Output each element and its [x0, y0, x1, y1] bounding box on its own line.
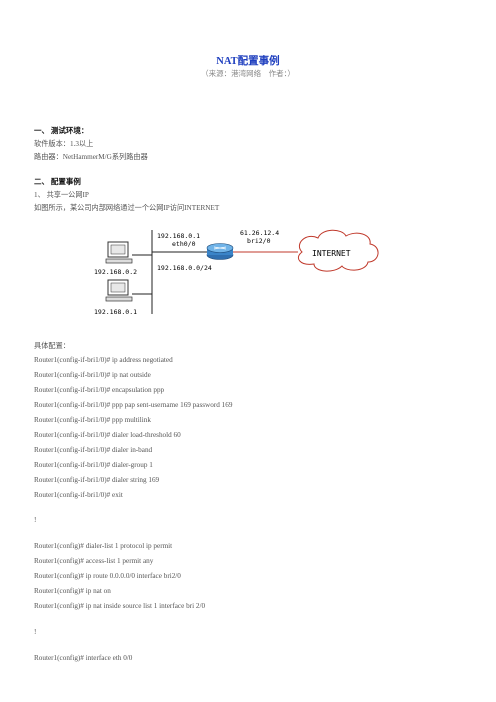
command-line: Router1(config)# ip nat on: [34, 587, 111, 595]
command-line: Router1(config)# ip nat inside source li…: [34, 602, 206, 610]
software-version: 软件版本：1.3以上: [34, 140, 94, 148]
router-icon: [206, 243, 234, 260]
section1-heading: 一、 测试环境：: [34, 126, 89, 135]
command-line: Router1(config-if-bri1/0)# exit: [34, 491, 123, 499]
document-title: NAT配置事例: [216, 56, 280, 67]
command-line: Router1(config-if-bri1/0)# dialer-group …: [34, 461, 153, 469]
bri-interface: bri2/0: [247, 237, 271, 245]
command-line: Router1(config)# access-list 1 permit an…: [34, 557, 154, 565]
subsection-1-description: 如图所示，某公司内部网络通过一个公网IP访问INTERNET: [34, 204, 220, 212]
command-line: Router1(config-if-bri1/0)# encapsulation…: [34, 386, 165, 394]
document-subtitle: （来源：港湾网络 作者：）: [201, 69, 295, 78]
host2-computer-icon: [105, 279, 133, 302]
config-label: 具体配置：: [34, 342, 70, 350]
command-line: Router1(config-if-bri1/0)# ppp multilink: [34, 416, 151, 424]
command-line: Router1(config)# ip route 0.0.0.0/0 inte…: [34, 572, 181, 580]
command-line: Router1(config-if-bri1/0)# ip address ne…: [34, 356, 173, 364]
lan-subnet: 192.168.0.0/24: [157, 264, 212, 272]
host1-computer-icon: [105, 241, 133, 264]
command-line: Router1(config-if-bri1/0)# dialer in-ban…: [34, 446, 153, 454]
host1-ip: 192.168.0.2: [94, 268, 137, 276]
router-model: 路由器：NetHammerM/G系列路由器: [34, 153, 148, 161]
host2-ip: 192.168.0.1: [94, 308, 137, 316]
command-line: Router1(config-if-bri1/0)# ip nat outsid…: [34, 371, 151, 379]
command-line: Router1(config-if-bri1/0)# ppp pap sent-…: [34, 401, 233, 409]
command-line: Router1(config-if-bri1/0)# dialer string…: [34, 476, 160, 484]
internet-cloud-icon: [298, 229, 379, 272]
command-line: Router1(config)# interface eth 0/0: [34, 654, 133, 662]
command-line: Router1(config)# dialer-list 1 protocol …: [34, 542, 173, 550]
separator-bang: !: [34, 516, 37, 524]
subsection-1: 1、 共享一公网IP: [34, 191, 89, 199]
command-line: Router1(config-if-bri1/0)# dialer load-t…: [34, 431, 181, 439]
eth-ip: 192.168.0.1: [157, 232, 200, 240]
internet-label: INTERNET: [312, 249, 351, 258]
network-diagram: 192.168.0.2 192.168.0.1 192.168.0.1 eth0…: [94, 229, 379, 316]
eth-interface: eth0/0: [172, 240, 196, 248]
separator-bang: !: [34, 628, 37, 636]
section2-heading: 二、 配置事例: [34, 177, 81, 186]
bri-ip: 61.26.12.4: [240, 229, 279, 237]
